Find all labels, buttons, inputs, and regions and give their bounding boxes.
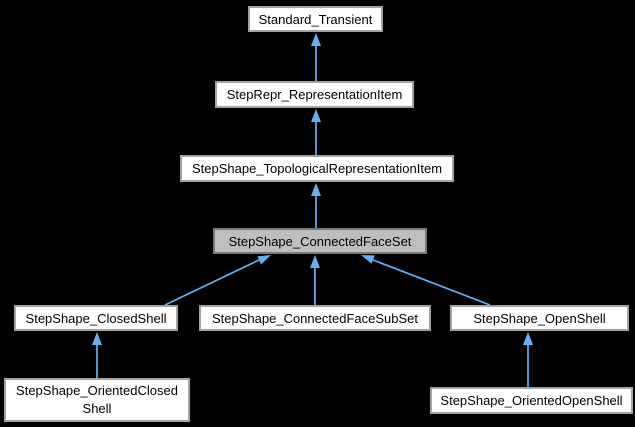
- node-label: StepShape_ConnectedFaceSubSet: [212, 310, 418, 326]
- node-stepshape-orientedclosedshell[interactable]: StepShape_OrientedClosed Shell: [4, 378, 190, 422]
- node-stepshape-orientedopenshell[interactable]: StepShape_OrientedOpenShell: [430, 387, 633, 414]
- node-stepshape-connectedfacesubset[interactable]: StepShape_ConnectedFaceSubSet: [199, 305, 431, 331]
- inheritance-arrow-connectedfaceset-to-topologicalrepitem: [311, 183, 321, 228]
- inheritance-arrow-representationitem-to-transient: [311, 33, 321, 81]
- inheritance-arrow-orientedclosedshell-to-closedshell: [92, 332, 102, 378]
- node-label: StepShape_ClosedShell: [25, 310, 167, 326]
- node-label: StepShape_ConnectedFaceSet: [228, 233, 412, 249]
- node-label: StepShape_OrientedOpenShell: [440, 393, 623, 408]
- inheritance-arrow-closedshell-to-connectedfaceset: [164, 255, 271, 306]
- inheritance-arrow-openshell-to-connectedfaceset: [361, 255, 491, 306]
- node-stepshape-closedshell[interactable]: StepShape_ClosedShell: [14, 305, 178, 331]
- node-label: StepShape_TopologicalRepresentationItem: [191, 161, 443, 176]
- node-label-line2: Shell: [82, 401, 112, 416]
- node-standard-transient[interactable]: Standard_Transient: [248, 6, 383, 32]
- node-stepshape-connectedfaceset-current: StepShape_ConnectedFaceSet: [213, 228, 427, 254]
- node-label: Standard_Transient: [258, 11, 373, 27]
- node-label: StepShape_OpenShell: [473, 310, 606, 326]
- node-label: StepRepr_RepresentationItem: [226, 87, 403, 102]
- node-steprepr-representationitem[interactable]: StepRepr_RepresentationItem: [215, 81, 414, 108]
- inheritance-arrow-orientedopenshell-to-openshell: [523, 332, 533, 387]
- node-label-line1: StepShape_OrientedClosed: [16, 382, 178, 398]
- inheritance-arrow-topologicalrepitem-to-representationitem: [311, 109, 321, 155]
- node-stepshape-openshell[interactable]: StepShape_OpenShell: [450, 305, 629, 331]
- node-stepshape-topologicalrepresentationitem[interactable]: StepShape_TopologicalRepresentationItem: [180, 155, 454, 182]
- inheritance-arrow-connectedfacesubset-to-connectedfaceset: [310, 255, 320, 305]
